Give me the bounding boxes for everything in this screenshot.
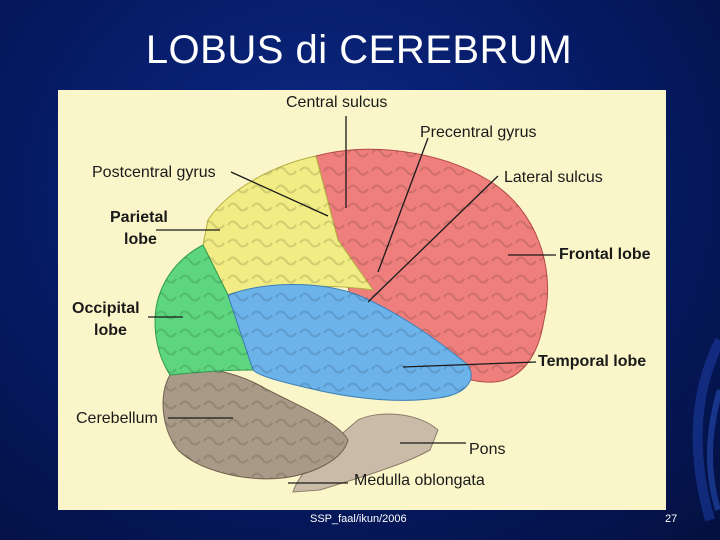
label-lateral-sulcus: Lateral sulcus <box>504 169 603 186</box>
page-number: 27 <box>665 513 677 525</box>
decorative-arcs <box>640 300 720 540</box>
label-precentral-gyrus: Precentral gyrus <box>420 124 537 141</box>
brain-diagram: Central sulcus Precentral gyrus Postcent… <box>58 90 666 510</box>
label-cerebellum: Cerebellum <box>76 410 158 427</box>
label-temporal-lobe: Temporal lobe <box>538 353 646 370</box>
label-frontal-lobe: Frontal lobe <box>559 246 651 263</box>
label-parietal-lobe: Parietal <box>110 209 168 226</box>
brain-diagram-panel: Central sulcus Precentral gyrus Postcent… <box>58 90 666 510</box>
label-occipital-lobe: Occipital <box>72 300 140 317</box>
label-postcentral-gyrus: Postcentral gyrus <box>92 164 216 181</box>
label-pons: Pons <box>469 441 505 458</box>
slide-footer: SSP_faal/ikun/2006 <box>310 513 407 525</box>
slide-title: LOBUS di CEREBRUM <box>0 28 719 73</box>
label-occipital-lobe-2: lobe <box>94 322 127 339</box>
label-central-sulcus: Central sulcus <box>286 94 387 111</box>
label-parietal-lobe-2: lobe <box>124 231 157 248</box>
label-medulla-oblongata: Medulla oblongata <box>354 472 485 489</box>
